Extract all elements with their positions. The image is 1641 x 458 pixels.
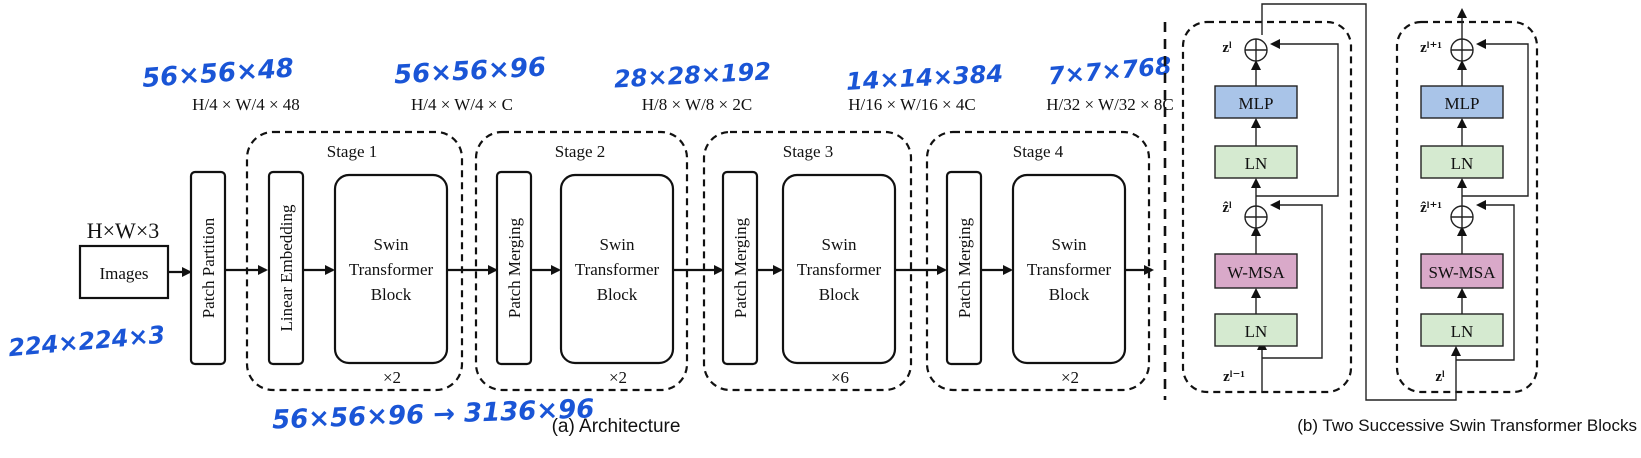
block-l-ln-bottom-label: LN — [1245, 322, 1268, 341]
block-l-residual-1 — [1262, 200, 1323, 359]
block-r-residual-1 — [1456, 200, 1515, 361]
block-l1-container — [1395, 20, 1539, 394]
annotation-stage-2: 28×28×192 — [613, 57, 771, 93]
stage-4-merge-label: Patch Merging — [955, 217, 974, 318]
block-r-mlp-label: MLP — [1445, 94, 1480, 113]
block-r-ln-bottom — [1420, 313, 1504, 347]
block-r-mlp — [1420, 85, 1504, 119]
connector-block-to-block — [1261, 3, 1457, 401]
annotation-stage-3: 14×14×384 — [845, 60, 1003, 96]
patch-partition-box — [189, 170, 227, 366]
stage-1-resolution: H/4 × W/4 × C — [411, 95, 513, 114]
stage-3-block-line-1: Swin — [822, 235, 857, 254]
stage-4-block-line-2: Transformer — [1027, 260, 1112, 279]
stage-3-block-line-3: Block — [819, 285, 860, 304]
block-r-ln-top — [1420, 145, 1504, 179]
partition-resolution: H/4 × W/4 × 48 — [192, 95, 300, 114]
stage-4-merge-box — [945, 170, 983, 366]
stage-3-repeat: ×6 — [831, 368, 849, 387]
annotation-input: 224×224×3 — [7, 321, 166, 363]
images-box — [78, 244, 170, 300]
stage-2-merge-box — [495, 170, 533, 366]
annotation-stage-1: 56×56×96 — [393, 53, 546, 91]
block-l-z-out: zˡ — [1222, 40, 1232, 56]
stage-1-embed-label: Linear Embedding — [277, 204, 296, 331]
stage-2-block-line-2: Transformer — [575, 260, 660, 279]
stage-1-title: Stage 1 — [327, 142, 378, 161]
block-l-ln-top-label: LN — [1245, 154, 1268, 173]
stage-1-repeat: ×2 — [383, 368, 401, 387]
block-l-z-in: zˡ⁻¹ — [1223, 369, 1245, 385]
annotation-stage-4: 7×7×768 — [1047, 52, 1173, 91]
stage-2-resolution: H/8 × W/8 × 2C — [642, 95, 752, 114]
stage-3-block-line-2: Transformer — [797, 260, 882, 279]
block-r-z-out: zˡ⁺¹ — [1420, 40, 1442, 56]
annotation-partition-output: 56×56×48 — [141, 53, 295, 94]
stage-2-merge-label: Patch Merging — [505, 217, 524, 318]
stage-2-container — [474, 130, 689, 392]
block-r-sw-msa-label: SW-MSA — [1428, 263, 1496, 282]
stage-3-merge-box — [721, 170, 759, 366]
architecture-caption: (a) Architecture — [552, 416, 681, 437]
block-l-container — [1181, 20, 1353, 394]
stage-2-repeat: ×2 — [609, 368, 627, 387]
block-r-z-mid: ẑˡ⁺¹ — [1420, 200, 1442, 216]
stage-3-container — [702, 130, 913, 392]
stage-4-resolution: H/32 × W/32 × 8C — [1046, 95, 1173, 114]
input-dimension: H×W×3 — [87, 218, 159, 243]
stage-1-block-line-1: Swin — [374, 235, 409, 254]
block-l-mlp-label: MLP — [1239, 94, 1274, 113]
stage-1-embed-box — [267, 170, 305, 366]
block-l-z-mid: ẑˡ — [1222, 200, 1232, 216]
block-r-z-in: zˡ — [1435, 369, 1445, 385]
block-r-ln-bottom-label: LN — [1451, 322, 1474, 341]
stage-3-resolution: H/16 × W/16 × 4C — [848, 95, 975, 114]
stage-4-title: Stage 4 — [1013, 142, 1064, 161]
stage-4-block-line-1: Swin — [1052, 235, 1087, 254]
stage-1-container — [245, 130, 464, 392]
stage-2-block-line-1: Swin — [600, 235, 635, 254]
block-l-residual-2 — [1256, 39, 1339, 197]
stage-1-block-line-2: Transformer — [349, 260, 434, 279]
block-l-w-msa-label: W-MSA — [1227, 263, 1285, 282]
images-label: Images — [99, 264, 148, 283]
stage-3-merge-label: Patch Merging — [731, 217, 750, 318]
block-l-ln-bottom — [1214, 313, 1298, 347]
stage-3-title: Stage 3 — [783, 142, 834, 161]
stage-2-block-line-3: Block — [597, 285, 638, 304]
blocks-caption: (b) Two Successive Swin Transformer Bloc… — [1297, 416, 1637, 435]
stage-2-title: Stage 2 — [555, 142, 606, 161]
stage-4-block-line-3: Block — [1049, 285, 1090, 304]
block-r-ln-top-label: LN — [1451, 154, 1474, 173]
stage-4-container — [925, 130, 1151, 392]
annotation-bottom: 56×56×96 → 3136×96 — [272, 394, 595, 435]
block-r-residual-2 — [1462, 39, 1529, 197]
patch-partition-label: Patch Partition — [199, 217, 218, 318]
stage-1-block-line-3: Block — [371, 285, 412, 304]
stage-4-repeat: ×2 — [1061, 368, 1079, 387]
